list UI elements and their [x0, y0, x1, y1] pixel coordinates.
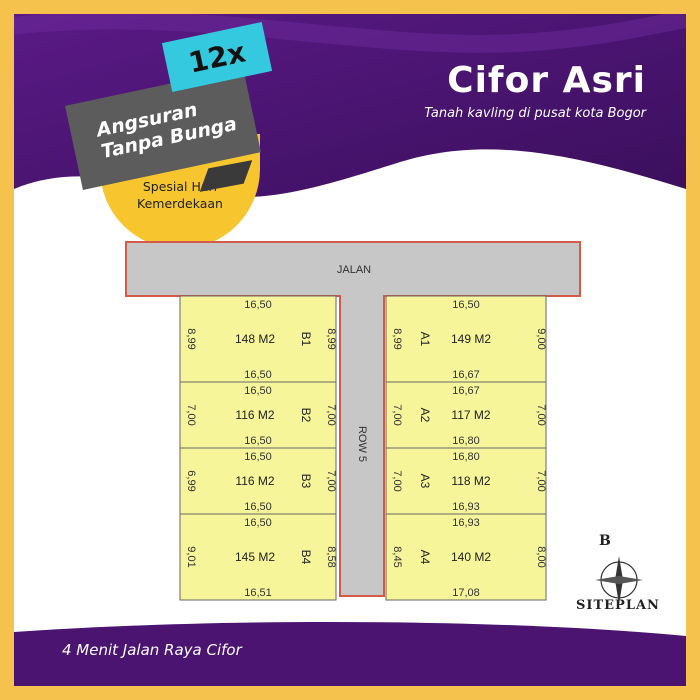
page-subtitle: Tanah kavling di pusat kota Bogor — [424, 106, 646, 121]
lot-left-dim: 8,99 — [391, 328, 403, 349]
lot-id: B1 — [299, 332, 313, 347]
lot-bottom-dim: 16,51 — [244, 587, 272, 599]
lot-right-dim: 8,00 — [535, 546, 547, 567]
compass-letter: B — [599, 533, 611, 549]
lot-b3 — [179, 447, 337, 515]
lot-a2 — [385, 381, 547, 449]
lot-top-dim: 16,93 — [452, 517, 480, 529]
lot-left-dim: 7,00 — [391, 470, 403, 491]
lot-bottom-dim: 16,50 — [244, 435, 272, 447]
lot-id: A1 — [418, 332, 432, 347]
lot-area: 149 M2 — [451, 332, 491, 346]
lot-id: A4 — [418, 550, 432, 565]
lot-left-dim: 7,00 — [185, 404, 197, 425]
lot-top-dim: 16,50 — [244, 517, 272, 529]
lot-left-dim: 9,01 — [185, 546, 197, 567]
road-label: JALAN — [337, 264, 371, 276]
lot-b4 — [179, 513, 337, 601]
lot-area: 148 M2 — [235, 332, 275, 346]
lot-right-dim: 8,58 — [325, 546, 337, 567]
lot-right-dim: 7,00 — [535, 404, 547, 425]
lot-a4 — [385, 513, 547, 601]
footer-text: 4 Menit Jalan Raya Cifor — [62, 641, 242, 659]
lot-left-dim: 8,45 — [391, 546, 403, 567]
lot-right-dim: 7,00 — [325, 404, 337, 425]
lot-b1 — [179, 295, 337, 383]
lot-bottom-dim: 16,67 — [452, 369, 480, 381]
lot-bottom-dim: 16,80 — [452, 435, 480, 447]
lot-top-dim: 16,80 — [452, 451, 480, 463]
lot-area: 116 M2 — [235, 408, 274, 422]
lot-top-dim: 16,50 — [244, 451, 272, 463]
siteplan-label: SITEPLAN — [576, 598, 660, 613]
row-label: ROW 5 — [356, 426, 368, 462]
lot-bottom-dim: 16,50 — [244, 369, 272, 381]
lot-id: B4 — [299, 550, 313, 565]
special-line-2: Kemerdekaan — [137, 195, 223, 211]
flyer: Spesial Hari Kemerdekaan Angsuran Tanpa … — [14, 14, 686, 686]
lot-right-dim: 7,00 — [325, 470, 337, 491]
lot-a3 — [385, 447, 547, 515]
lot-right-dim: 8,99 — [325, 328, 337, 349]
lot-bottom-dim: 16,50 — [244, 501, 272, 513]
lot-id: B2 — [299, 408, 313, 423]
lots-right: 16,50 16,67 8,99 9,00 149 M2 A1 16,67 16,80 7,00… — [385, 295, 547, 601]
lot-id: A3 — [418, 474, 432, 489]
lot-area: 118 M2 — [451, 474, 490, 488]
lot-right-dim: 9,00 — [535, 328, 547, 349]
lot-top-dim: 16,67 — [452, 385, 480, 397]
compass-icon — [595, 556, 643, 604]
lot-id: A2 — [418, 408, 432, 423]
lot-top-dim: 16,50 — [244, 299, 272, 311]
lot-right-dim: 7,00 — [535, 470, 547, 491]
special-line-1: Spesial Hari — [142, 179, 218, 194]
lot-top-dim: 16,50 — [452, 299, 480, 311]
lot-left-dim: 7,00 — [391, 404, 403, 425]
lot-bottom-dim: 17,08 — [452, 587, 480, 599]
lot-area: 140 M2 — [451, 550, 491, 564]
lot-left-dim: 6,99 — [185, 470, 197, 491]
lot-bottom-dim: 16,93 — [452, 501, 480, 513]
lot-area: 116 M2 — [235, 474, 274, 488]
lot-area: 117 M2 — [451, 408, 490, 422]
lot-left-dim: 8,99 — [185, 328, 197, 349]
page-title: Cifor Asri — [447, 60, 646, 101]
lots-left: 16,50 16,50 8,99 8,99 148 M2 B1 16,50 16,50 7,00… — [179, 295, 337, 601]
lot-a1 — [385, 295, 547, 383]
footer-bar — [14, 621, 686, 686]
special-text: Spesial Hari Kemerdekaan — [100, 179, 260, 213]
lot-top-dim: 16,50 — [244, 385, 272, 397]
lot-id: B3 — [299, 474, 313, 489]
lot-area: 145 M2 — [235, 550, 275, 564]
